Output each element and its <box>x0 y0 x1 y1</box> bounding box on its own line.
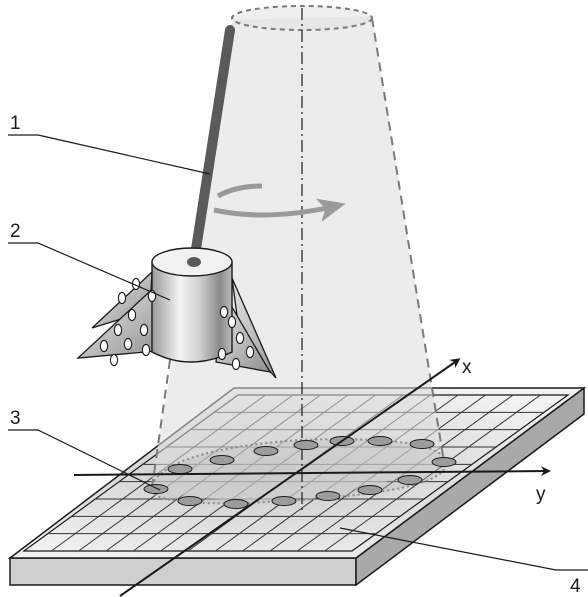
axis-y-label: y <box>536 484 546 505</box>
coordinate-axes: x y <box>73 357 551 597</box>
nozzle-hole <box>227 315 237 329</box>
nozzle-hole <box>139 323 149 337</box>
callout-line-3 <box>8 429 161 491</box>
nozzle-hole <box>245 345 255 359</box>
grid-line <box>324 394 541 552</box>
nozzle-hole <box>235 331 245 345</box>
deposit-spot <box>253 446 279 456</box>
nozzle-cylinder <box>151 261 233 363</box>
rotating-nozzle <box>76 247 277 379</box>
deposit-spots <box>143 436 457 509</box>
deposit-spot <box>177 496 203 506</box>
callouts <box>8 134 588 571</box>
rod-socket <box>187 257 201 267</box>
nozzle-hole <box>127 308 137 322</box>
deposit-spot <box>167 464 193 474</box>
deposit-spot <box>431 457 457 467</box>
callout-label-3: 3 <box>10 408 21 429</box>
rod-body <box>189 25 235 267</box>
rotation-arrow-icon-tail <box>213 198 346 222</box>
nozzle-hole <box>117 291 127 305</box>
deposit-spot <box>357 485 383 495</box>
deposit-spot <box>409 439 435 449</box>
deposit-spot <box>367 436 393 446</box>
callout-line-2 <box>8 242 171 301</box>
deposit-spot <box>293 440 319 450</box>
callout-line-1 <box>8 134 211 175</box>
plate-front-edge <box>9 557 357 586</box>
callout-label-2: 2 <box>10 221 21 242</box>
deposit-spot <box>397 475 423 485</box>
deposit-spot <box>315 491 341 501</box>
cone-body <box>150 16 444 501</box>
deposit-spot <box>143 484 169 494</box>
nozzle-hole <box>231 357 241 371</box>
rotation-arrow-icon <box>216 183 263 199</box>
deposit-spot <box>209 455 235 465</box>
nozzle-hole <box>99 339 109 353</box>
nozzle-hole <box>219 305 229 319</box>
spray-rod <box>189 25 235 267</box>
callout-label-4: 4 <box>570 576 581 597</box>
y-axis-arrow-icon <box>73 466 551 477</box>
nozzle-holes <box>99 277 255 371</box>
nozzle-hole <box>113 323 123 337</box>
nozzle-hole <box>217 347 227 361</box>
cone-left-edge <box>151 359 171 489</box>
callout-label-1: 1 <box>10 113 21 134</box>
deposit-spot <box>223 499 249 509</box>
x-axis-arrow-icon <box>119 358 461 597</box>
nozzle-hole <box>123 337 133 351</box>
nozzle-hole <box>141 343 151 357</box>
deposit-spot <box>271 496 297 506</box>
nozzle-hole <box>109 353 119 367</box>
callout-line-4 <box>339 527 588 571</box>
axis-x-label: x <box>462 357 472 378</box>
